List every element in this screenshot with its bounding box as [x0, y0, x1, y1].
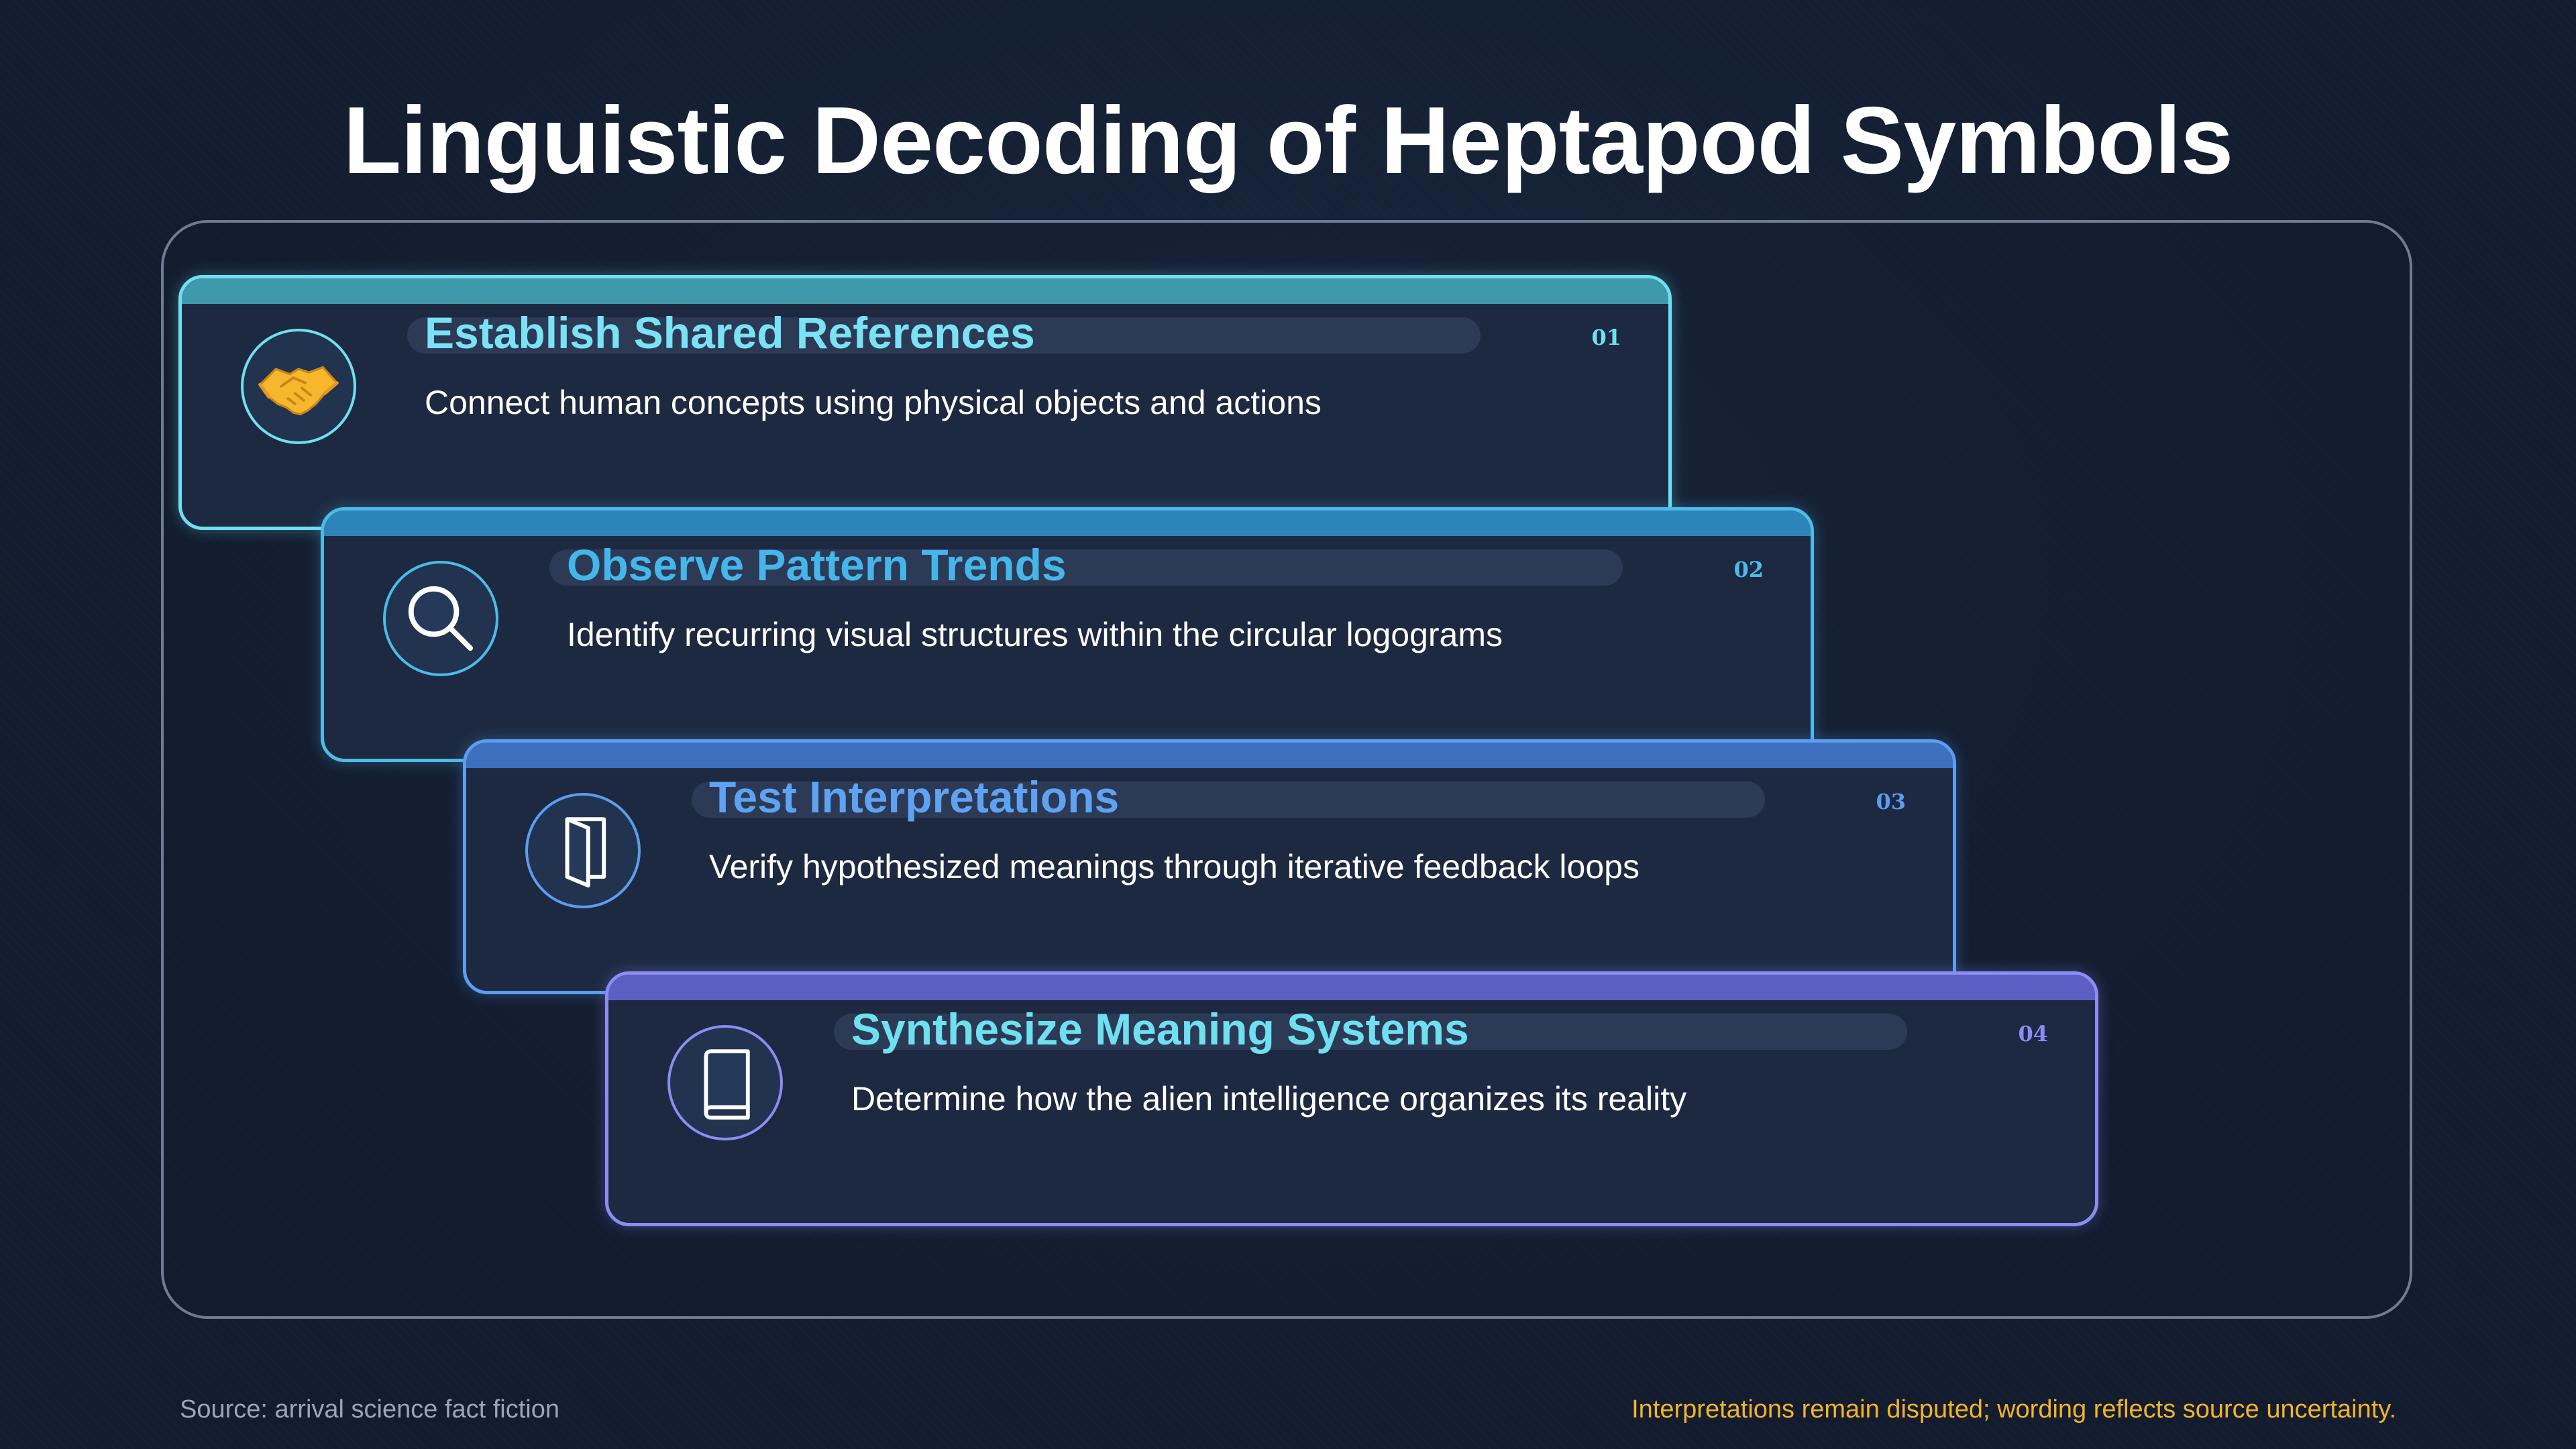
step-card-header-bar — [182, 278, 1668, 304]
step-card-4: Synthesize Meaning Systems 04 Determine … — [605, 971, 2098, 1226]
step-title: Establish Shared References — [425, 308, 1035, 358]
step-card-3: Test Interpretations 03 Verify hypothesi… — [463, 739, 1956, 994]
step-description: Identify recurring visual structures wit… — [567, 616, 1503, 653]
step-description: Verify hypothesized meanings through ite… — [709, 848, 1640, 885]
handshake-icon — [258, 366, 339, 416]
step-title-track — [407, 317, 1481, 354]
step-description: Determine how the alien intelligence org… — [851, 1080, 1687, 1118]
disclaimer-note: Interpretations remain disputed; wording… — [1631, 1395, 2396, 1424]
step-icon-circle — [241, 329, 356, 444]
step-card-1: Establish Shared References 01 Connect h… — [178, 275, 1672, 530]
step-title: Observe Pattern Trends — [567, 540, 1067, 590]
step-card-header-bar — [324, 511, 1811, 536]
step-title-track — [692, 782, 1765, 818]
step-description: Connect human concepts using physical ob… — [425, 384, 1322, 421]
magnifier-icon — [408, 586, 474, 651]
step-title-track — [549, 549, 1623, 586]
step-icon-circle — [525, 793, 641, 908]
open-door-icon — [565, 817, 606, 888]
step-icon-circle — [667, 1025, 783, 1140]
step-card-header-bar — [466, 743, 1953, 768]
step-number: 03 — [1876, 789, 1906, 814]
step-card-2: Observe Pattern Trends 02 Identify recur… — [321, 507, 1814, 762]
page-title: Linguistic Decoding of Heptapod Symbols — [343, 87, 2234, 194]
step-number: 02 — [1733, 557, 1764, 582]
step-title-track — [834, 1014, 1907, 1050]
step-icon-circle — [383, 561, 498, 676]
book-icon — [704, 1049, 750, 1120]
source-note: Source: arrival science fact fiction — [180, 1395, 560, 1424]
step-card-header-bar — [608, 975, 2095, 1000]
step-title: Synthesize Meaning Systems — [851, 1004, 1469, 1054]
step-number: 04 — [2018, 1021, 2048, 1046]
step-number: 01 — [1591, 325, 1621, 350]
step-title: Test Interpretations — [709, 772, 1120, 822]
